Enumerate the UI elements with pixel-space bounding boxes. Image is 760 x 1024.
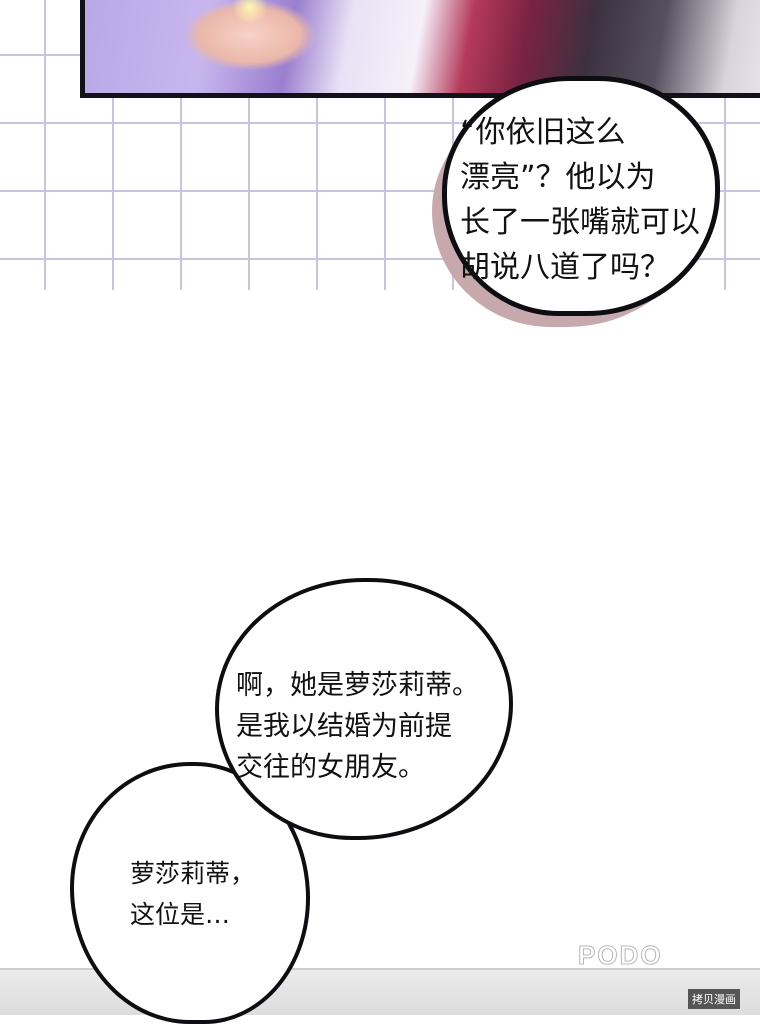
speech-bubble-2 bbox=[215, 578, 513, 840]
comic-panel-top bbox=[80, 0, 760, 98]
speech-bubble-3-text: 萝莎莉蒂， 这位是… bbox=[130, 859, 256, 929]
sparkle-glow bbox=[230, 0, 270, 22]
speech-bubble-1-text: “你依旧这么 漂亮”？他以为 长了一张嘴就可以 胡说八道了吗？ bbox=[460, 115, 700, 285]
source-stamp: 拷贝漫画 bbox=[688, 989, 740, 1009]
watermark-logo: PODO bbox=[578, 940, 663, 971]
speech-bubble-2-text: 啊，她是萝莎莉蒂。 是我以结婚为前提 交往的女朋友。 bbox=[236, 670, 479, 783]
speech-bubble-1 bbox=[442, 76, 720, 316]
